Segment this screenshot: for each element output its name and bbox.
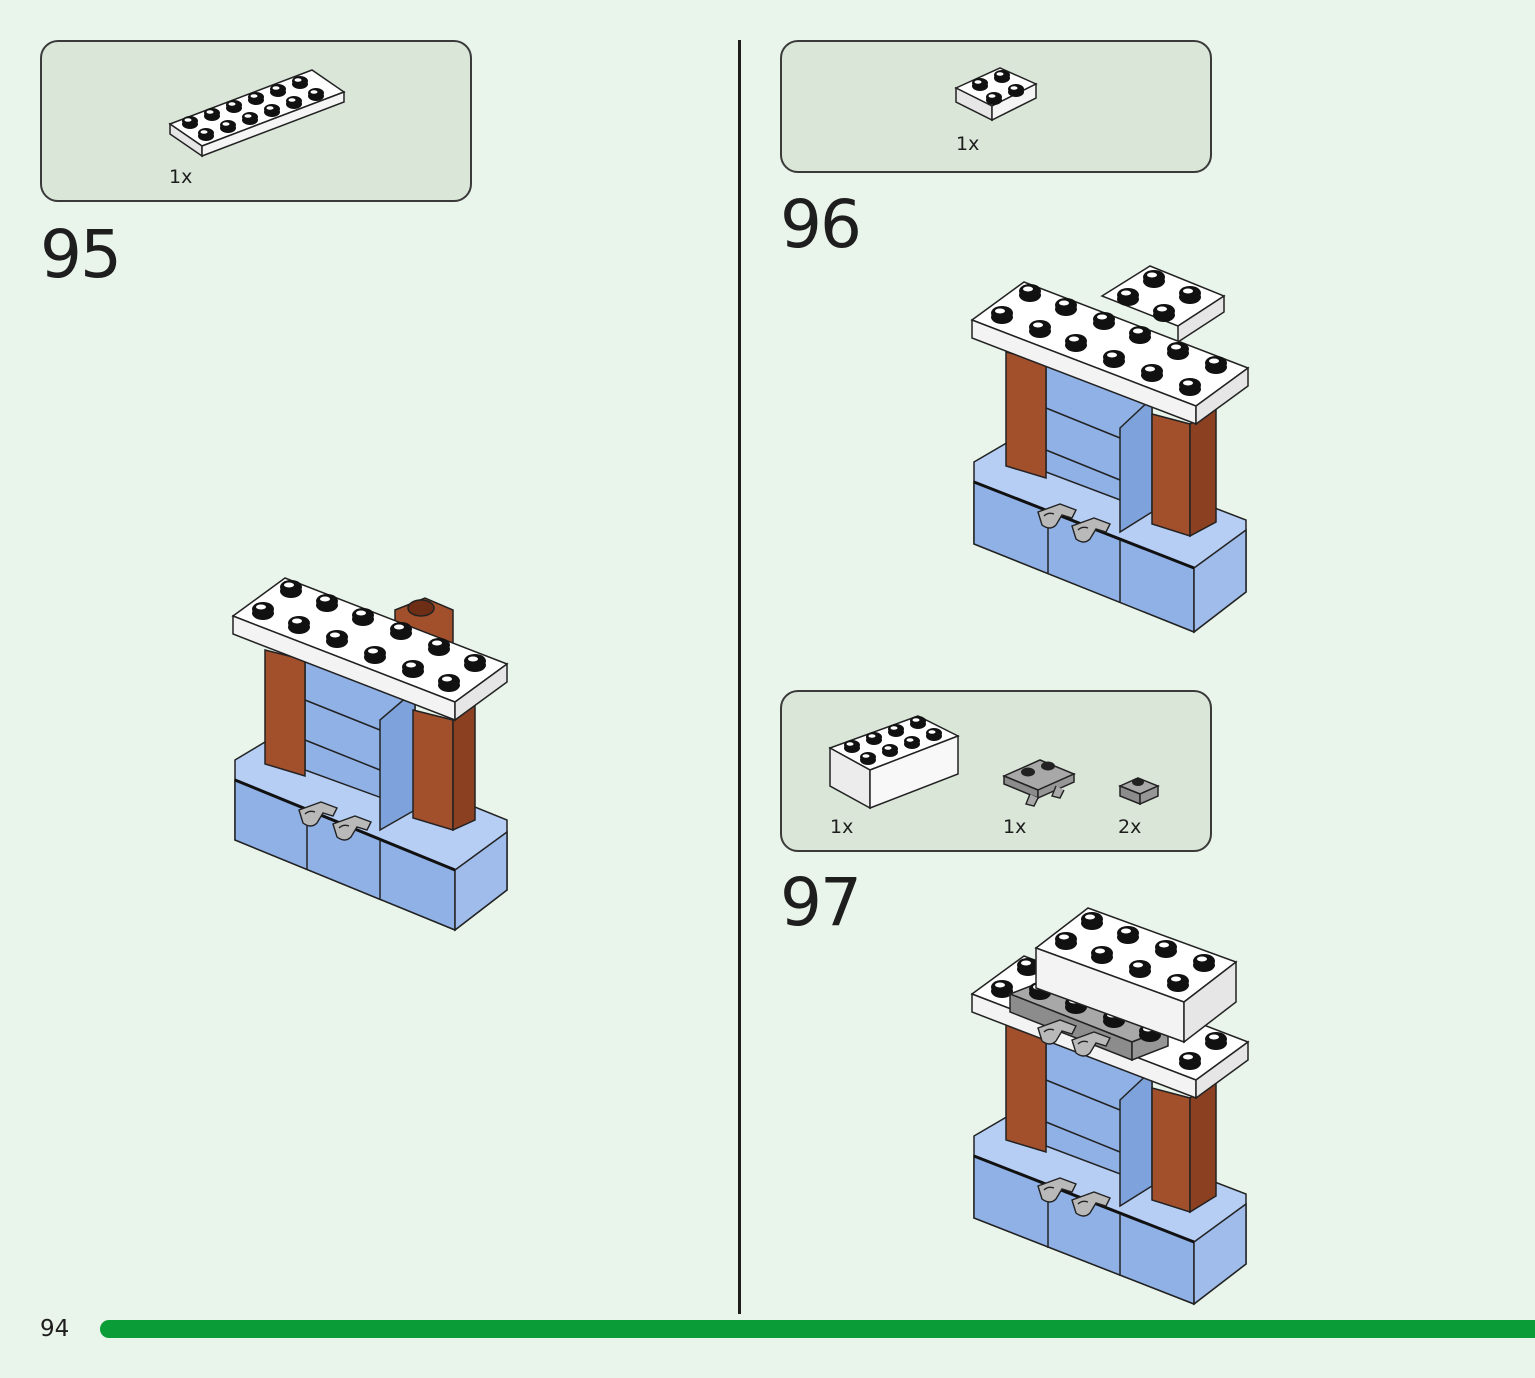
page-divider (738, 40, 741, 1314)
page-number: 94 (40, 1316, 70, 1342)
step-number: 95 (40, 216, 122, 293)
gray-plate-1x1-icon (1118, 777, 1160, 806)
part-quantity: 2x (1118, 816, 1142, 838)
part-quantity: 1x (1003, 816, 1027, 838)
parts-box-step-96: 1x (780, 40, 1212, 173)
step-number: 96 (780, 186, 862, 263)
step-96-model-illustration (970, 265, 1250, 634)
step-97-model-illustration (970, 907, 1250, 1306)
part-quantity: 1x (956, 133, 980, 155)
parts-box-step-95: 1x (40, 40, 472, 202)
progress-bar (100, 1320, 1535, 1338)
step-95-model-illustration (231, 577, 509, 932)
parts-box-step-97: 1x 1x 2x (780, 690, 1212, 852)
white-brick-2x4-icon (828, 715, 960, 810)
gray-clip-plate-icon (1002, 759, 1076, 807)
white-plate-2x2-icon (954, 67, 1038, 122)
part-quantity: 1x (169, 166, 193, 188)
part-quantity: 1x (830, 816, 854, 838)
step-number: 97 (780, 864, 862, 941)
white-plate-2x6-icon (168, 69, 346, 158)
